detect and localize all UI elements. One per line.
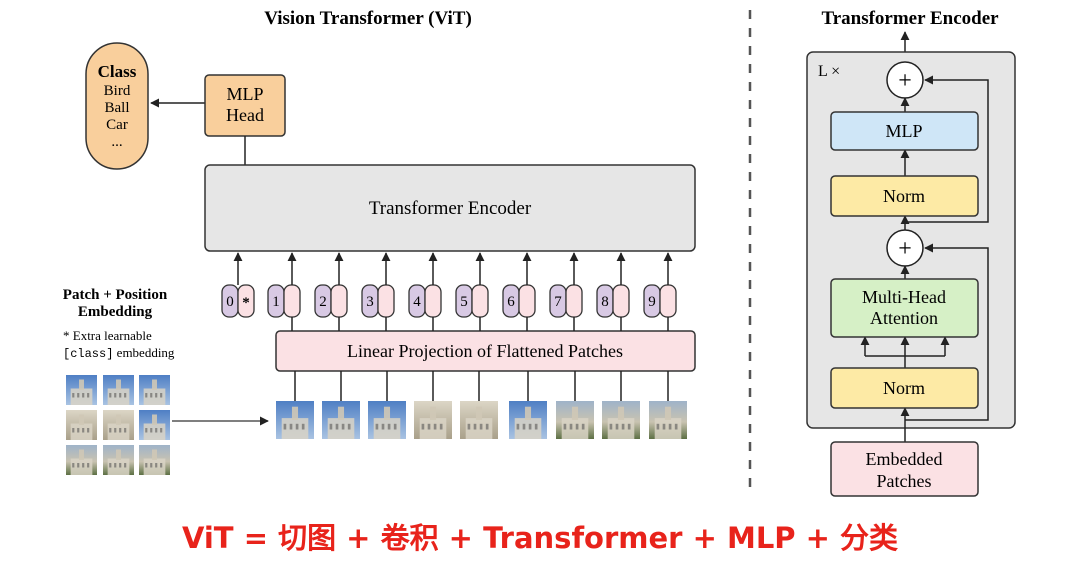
position-index: 3 xyxy=(366,294,374,310)
embedded-patches-box: Embedded Patches xyxy=(830,441,979,497)
token-pair: 3 xyxy=(361,252,395,318)
embedding-label: Patch + Position xyxy=(63,287,168,303)
patch-image xyxy=(602,401,640,439)
grid-patch xyxy=(139,410,170,440)
position-index: 2 xyxy=(319,294,327,310)
linear-projection-label: Linear Projection of Flattened Patches xyxy=(347,341,623,361)
class-heading: Class xyxy=(98,62,137,81)
residual-path-bottom xyxy=(905,243,989,421)
position-index: 1 xyxy=(272,294,280,310)
token-pair: 5 xyxy=(455,252,489,318)
norm-top-box: Norm xyxy=(830,175,979,217)
residual-add-bottom: + xyxy=(886,229,924,267)
position-index: 9 xyxy=(648,294,656,310)
residual-path-top xyxy=(905,75,989,223)
position-index: 8 xyxy=(601,294,609,310)
patch-embedding xyxy=(565,284,583,318)
grid-patch xyxy=(139,445,170,475)
transformer-encoder-label: Transformer Encoder xyxy=(369,198,532,219)
multi-head-attention-box: Multi-Head Attention xyxy=(830,278,979,338)
attention-label: Attention xyxy=(870,308,938,328)
grid-patch xyxy=(66,410,97,440)
residual-add-top: + xyxy=(886,61,924,99)
class-embedding-note: [class] embedding xyxy=(63,345,175,361)
grid-patch xyxy=(103,445,134,475)
encoder-mlp-label: MLP xyxy=(885,121,922,141)
attention-label: Multi-Head xyxy=(862,287,946,307)
patch-embedding xyxy=(471,284,489,318)
token-pair: 8 xyxy=(596,252,630,318)
encoder-mlp-box: MLP xyxy=(830,111,979,151)
token-pair: 1 xyxy=(267,252,301,318)
patch-image xyxy=(368,401,406,439)
mlp-head-label: MLP xyxy=(226,84,263,104)
repeat-label: L × xyxy=(818,63,840,80)
patch-connectors xyxy=(291,317,669,401)
grid-patch xyxy=(66,445,97,475)
transformer-encoder-box: Transformer Encoder xyxy=(204,164,696,252)
position-index: 0 xyxy=(226,294,234,310)
patch-image xyxy=(322,401,360,439)
patch-image xyxy=(649,401,687,439)
mlp-head-box: MLP Head xyxy=(204,74,286,137)
vit-title: Vision Transformer (ViT) xyxy=(264,8,472,29)
patch-embedding xyxy=(424,284,442,318)
patch-embedding xyxy=(283,284,301,318)
patch-embedding xyxy=(237,284,255,318)
token-pair: 9 xyxy=(643,252,677,318)
linear-projection-box: Linear Projection of Flattened Patches xyxy=(275,330,696,372)
patch-image xyxy=(556,401,594,439)
patch-embedding xyxy=(659,284,677,318)
class-token-marker: * xyxy=(242,295,250,311)
patch-image xyxy=(276,401,314,439)
position-index: 4 xyxy=(413,294,421,310)
class-item: ... xyxy=(111,134,122,150)
grid-patch xyxy=(66,375,97,405)
image-patch-grid xyxy=(66,375,170,475)
token-pair: 6 xyxy=(502,252,536,318)
patch-embedding xyxy=(518,284,536,318)
position-index: 5 xyxy=(460,294,468,310)
patch-image xyxy=(414,401,452,439)
class-item: Car xyxy=(106,117,128,133)
norm-bottom-label: Norm xyxy=(883,378,925,398)
embedding-label: Embedding xyxy=(78,304,153,320)
token-pair: 2 xyxy=(314,252,348,318)
token-pair: 4 xyxy=(408,252,442,318)
grid-patch xyxy=(103,410,134,440)
norm-bottom-box: Norm xyxy=(830,367,979,409)
embedded-patches-label: Embedded xyxy=(866,449,943,469)
caption: ViT = 切图 + 卷积 + Transformer + MLP + 分类 xyxy=(181,521,899,555)
position-index: 7 xyxy=(554,294,562,310)
class-item: Bird xyxy=(104,83,131,99)
encoder-detail-title: Transformer Encoder xyxy=(821,8,999,29)
extra-learnable-note: * Extra learnable xyxy=(63,328,152,343)
patch-embedding xyxy=(330,284,348,318)
token-pair: 0* xyxy=(221,252,255,318)
norm-top-label: Norm xyxy=(883,186,925,206)
grid-patch xyxy=(139,375,170,405)
patch-embedding xyxy=(377,284,395,318)
embedded-patches-label: Patches xyxy=(877,471,932,491)
patch-embedding xyxy=(612,284,630,318)
plus-symbol: + xyxy=(898,236,912,262)
position-index: 6 xyxy=(507,294,515,310)
mlp-head-label: Head xyxy=(226,105,264,125)
patch-image xyxy=(509,401,547,439)
flattened-patches-row xyxy=(276,401,687,439)
grid-patch xyxy=(103,375,134,405)
class-item: Ball xyxy=(105,100,130,116)
plus-symbol: + xyxy=(898,68,912,94)
token-pair: 7 xyxy=(549,252,583,318)
patch-image xyxy=(460,401,498,439)
class-output-box: Class Bird Ball Car ... xyxy=(85,42,149,170)
